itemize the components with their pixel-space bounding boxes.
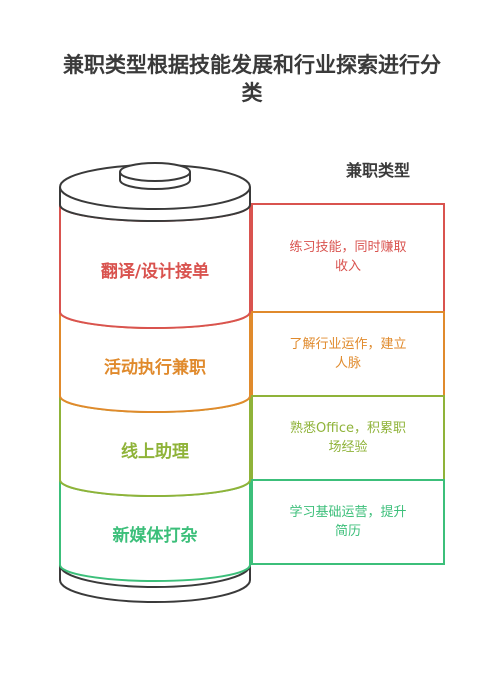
legend-label: 兼职类型 — [346, 161, 410, 180]
desc-3-line-1: 熟悉Office，积累职 — [290, 420, 406, 436]
cylinder-top — [59, 162, 251, 222]
desc-4-line-1: 学习基础运营，提升 — [289, 504, 406, 520]
diagram-title-line-1: 兼职类型根据技能发展和行业探索进行分 — [63, 53, 441, 77]
desc-1-line-2: 收入 — [335, 259, 361, 274]
desc-2-line-2: 人脉 — [335, 356, 361, 371]
desc-box-1 — [251, 203, 445, 313]
layer-label-3: 线上助理 — [121, 441, 189, 462]
desc-1-line-1: 练习技能，同时赚取 — [289, 239, 406, 255]
desc-4-line-2: 简历 — [335, 523, 361, 539]
cylinder-base-rim — [59, 564, 251, 588]
desc-box-2 — [251, 311, 445, 397]
desc-3-line-2: 场经验 — [328, 439, 367, 455]
cylinder-knob-top — [119, 162, 191, 182]
diagram-title-line-2: 类 — [242, 81, 264, 105]
layer-label-4: 新媒体打杂 — [113, 525, 198, 546]
layer-label-2: 活动执行兼职 — [104, 357, 206, 378]
desc-box-4 — [251, 479, 445, 565]
desc-box-3 — [251, 395, 445, 481]
layer-label-1: 翻译/设计接单 — [101, 261, 209, 282]
desc-2-line-1: 了解行业运作，建立 — [289, 337, 406, 352]
